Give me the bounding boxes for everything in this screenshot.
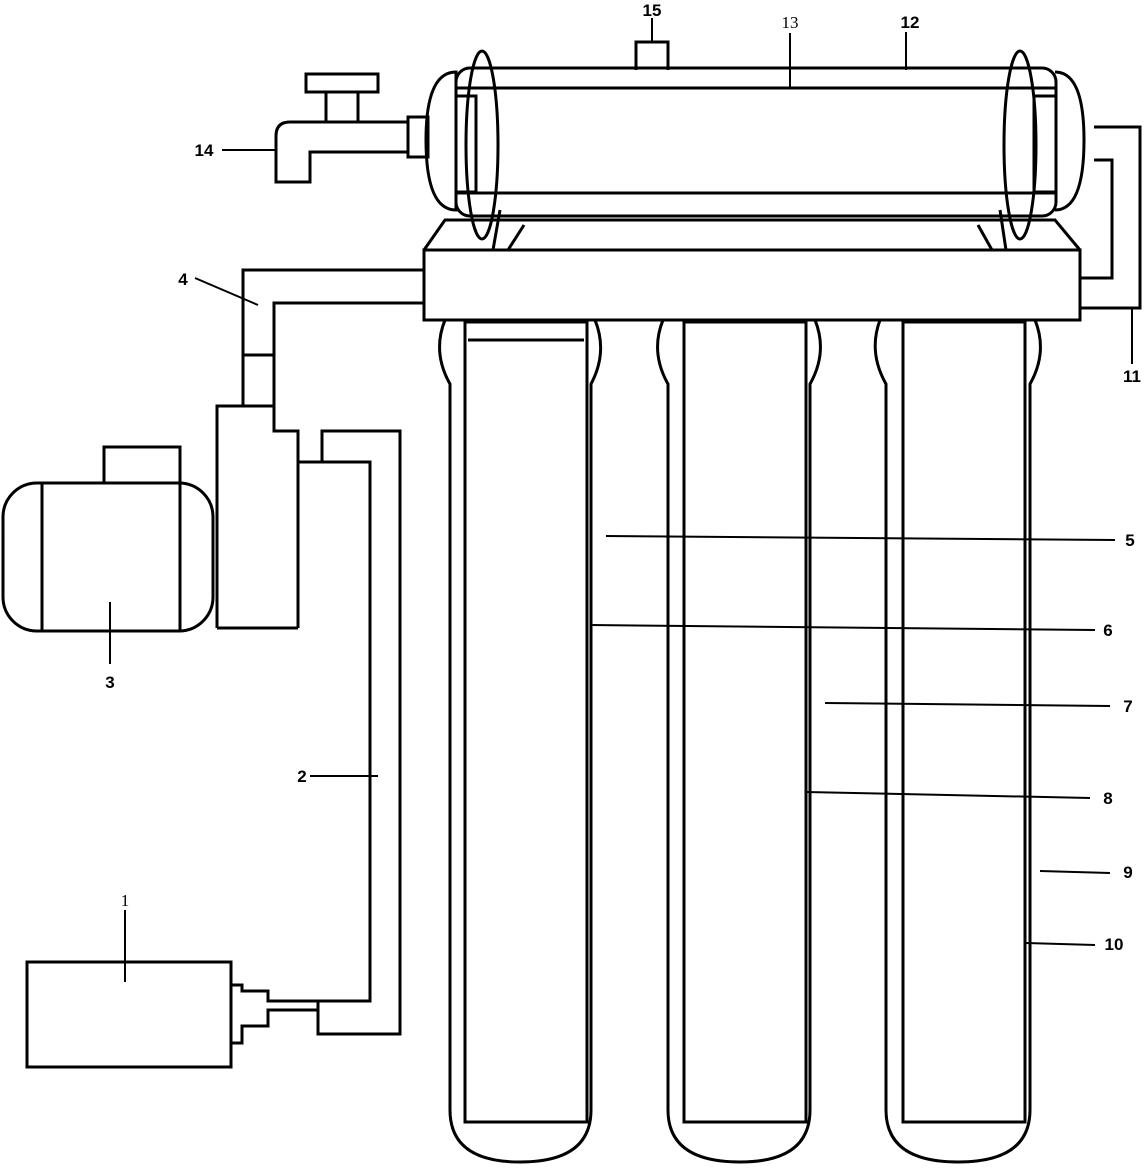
label-8: 8 [1103,789,1112,808]
label-2: 2 [297,767,306,786]
filter-canister-middle [656,319,822,1164]
label-15: 15 [643,1,662,20]
label-11: 11 [1123,367,1141,386]
part-labels: 1 2 3 4 5 6 7 8 9 10 11 12 13 14 15 [105,1,1141,954]
label-3: 3 [105,673,114,692]
label-9: 9 [1123,863,1132,882]
manifold-bar [422,125,1142,322]
pressure-tank-3 [1,445,215,633]
label-7: 7 [1123,697,1132,716]
label-4: 4 [178,270,188,289]
membrane-housing-12 [424,40,1086,252]
label-6: 6 [1103,621,1112,640]
label-12: 12 [901,13,920,32]
pipe-assembly-2 [268,429,402,1036]
label-1: 1 [121,891,130,910]
connector-block-4 [215,268,424,630]
filter-canister-left [438,319,603,1164]
label-10: 10 [1105,935,1124,954]
label-13: 13 [782,13,799,32]
filter-canister-right [873,319,1042,1164]
faucet-14 [274,72,430,184]
pump-unit-1 [25,960,320,1069]
label-14: 14 [195,141,214,160]
leader-lines [109,18,1133,982]
label-5: 5 [1125,531,1134,550]
